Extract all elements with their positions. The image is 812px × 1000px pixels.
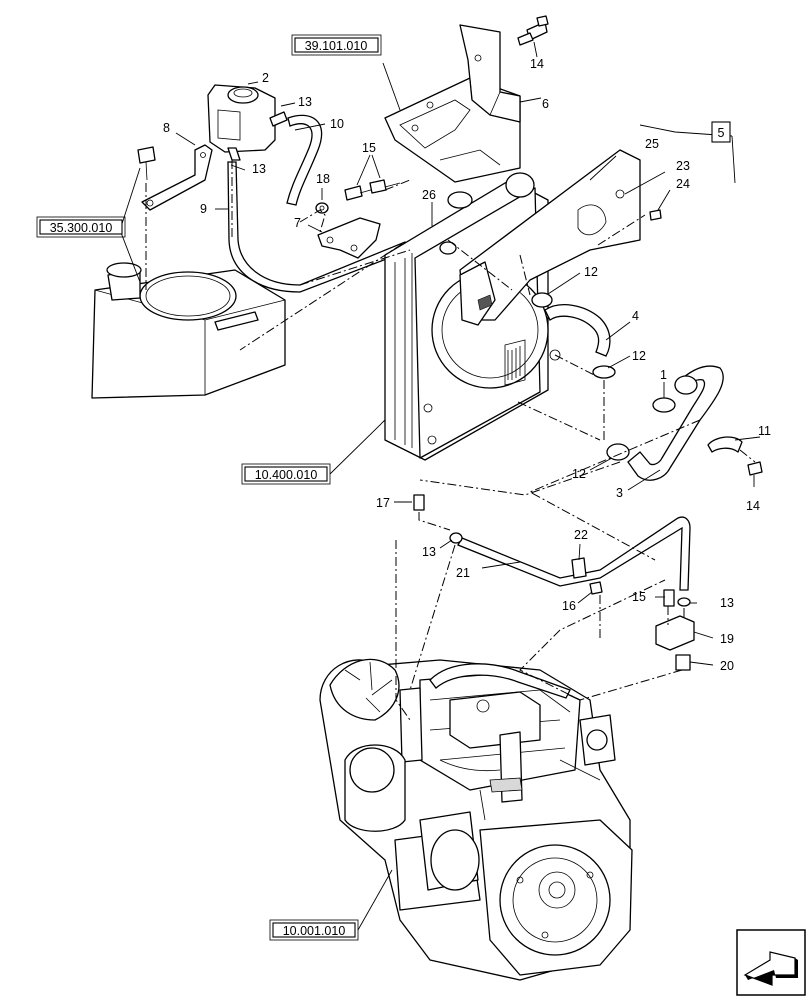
callout-12-a: 12 — [584, 265, 598, 279]
callout-13-c: 13 — [422, 545, 436, 559]
bolt-15-lower — [663, 589, 675, 607]
ref-box-upper[interactable]: 39.101.010 — [291, 34, 382, 56]
tank-bracket-8 — [141, 144, 213, 211]
callout-24: 24 — [676, 177, 690, 191]
svg-text:5: 5 — [718, 126, 725, 140]
clamp-12-c — [606, 443, 630, 461]
callout-9: 9 — [200, 202, 207, 216]
callout-10: 10 — [330, 117, 344, 131]
callout-19: 19 — [720, 632, 734, 646]
callout-6: 6 — [542, 97, 549, 111]
bolt-14-right — [747, 461, 763, 476]
callout-18: 18 — [316, 172, 330, 186]
fitting-20 — [675, 654, 691, 671]
ref-box-engine[interactable]: 10.001.010 — [269, 919, 359, 941]
upper-radiator-hose-4 — [544, 304, 611, 357]
seal-13-left — [449, 532, 463, 544]
callout-15-a: 15 — [362, 141, 376, 155]
callout-15-b: 15 — [632, 590, 646, 604]
assembly-lines — [145, 160, 756, 721]
callout-25: 25 — [645, 137, 659, 151]
expansion-tank — [207, 84, 288, 161]
svg-text:10.400.010: 10.400.010 — [255, 468, 318, 482]
engine-assembly — [319, 658, 633, 981]
clamp-11 — [707, 436, 743, 453]
callout-21: 21 — [456, 566, 470, 580]
callout-14-a: 14 — [530, 57, 544, 71]
leader-lines — [119, 41, 761, 931]
clamp-1 — [652, 397, 676, 413]
callout-26: 26 — [422, 188, 436, 202]
callout-16: 16 — [562, 599, 576, 613]
callout-2: 2 — [262, 71, 269, 85]
callout-labels: 2 13 10 13 8 9 7 18 15 26 25 23 24 12 4 … — [163, 57, 771, 673]
callout-23: 23 — [676, 159, 690, 173]
callout-7: 7 — [294, 216, 301, 230]
upper-fan-shroud-bracket — [384, 24, 521, 183]
fan-shroud-25 — [459, 149, 641, 326]
callout-1: 1 — [660, 368, 667, 382]
svg-text:35.300.010: 35.300.010 — [50, 221, 113, 235]
bolt-left — [137, 146, 156, 181]
svg-text:39.101.010: 39.101.010 — [305, 39, 368, 53]
ref-box-left[interactable]: 35.300.010 — [36, 216, 126, 238]
callout-12-b: 12 — [632, 349, 646, 363]
callout-4: 4 — [632, 309, 639, 323]
clip-22 — [571, 557, 587, 579]
next-page-arrow-icon[interactable] — [736, 929, 806, 996]
bracket-7 — [317, 217, 381, 259]
clamp-12-a — [531, 292, 553, 308]
reservoir-tank — [91, 262, 286, 399]
callout-13-b: 13 — [252, 162, 266, 176]
lower-radiator-hose-3 — [627, 365, 724, 481]
bolt-24 — [649, 209, 662, 221]
svg-text:10.001.010: 10.001.010 — [283, 924, 346, 938]
seal-13-right — [677, 597, 691, 607]
hose-end-3 — [674, 375, 698, 395]
bolt-14-top — [517, 15, 549, 46]
callout-11: 11 — [758, 424, 771, 438]
callout-12-c: 12 — [572, 467, 586, 481]
adapter-19 — [655, 615, 695, 651]
callout-17: 17 — [376, 496, 390, 510]
callout-3: 3 — [616, 486, 623, 500]
callout-20: 20 — [720, 659, 734, 673]
callout-13-a: 13 — [298, 95, 312, 109]
bolt-17 — [413, 494, 425, 511]
callout-8: 8 — [163, 121, 170, 135]
ref-box-radiator[interactable]: 10.400.010 — [241, 463, 331, 485]
callout-22: 22 — [574, 528, 588, 542]
bolt-16 — [589, 581, 603, 595]
ref-box-5: 5 — [711, 121, 731, 143]
overflow-hose-10 — [286, 114, 323, 206]
callout-13-d: 13 — [720, 596, 734, 610]
callout-14-b: 14 — [746, 499, 760, 513]
clamp-12-b — [592, 365, 616, 379]
